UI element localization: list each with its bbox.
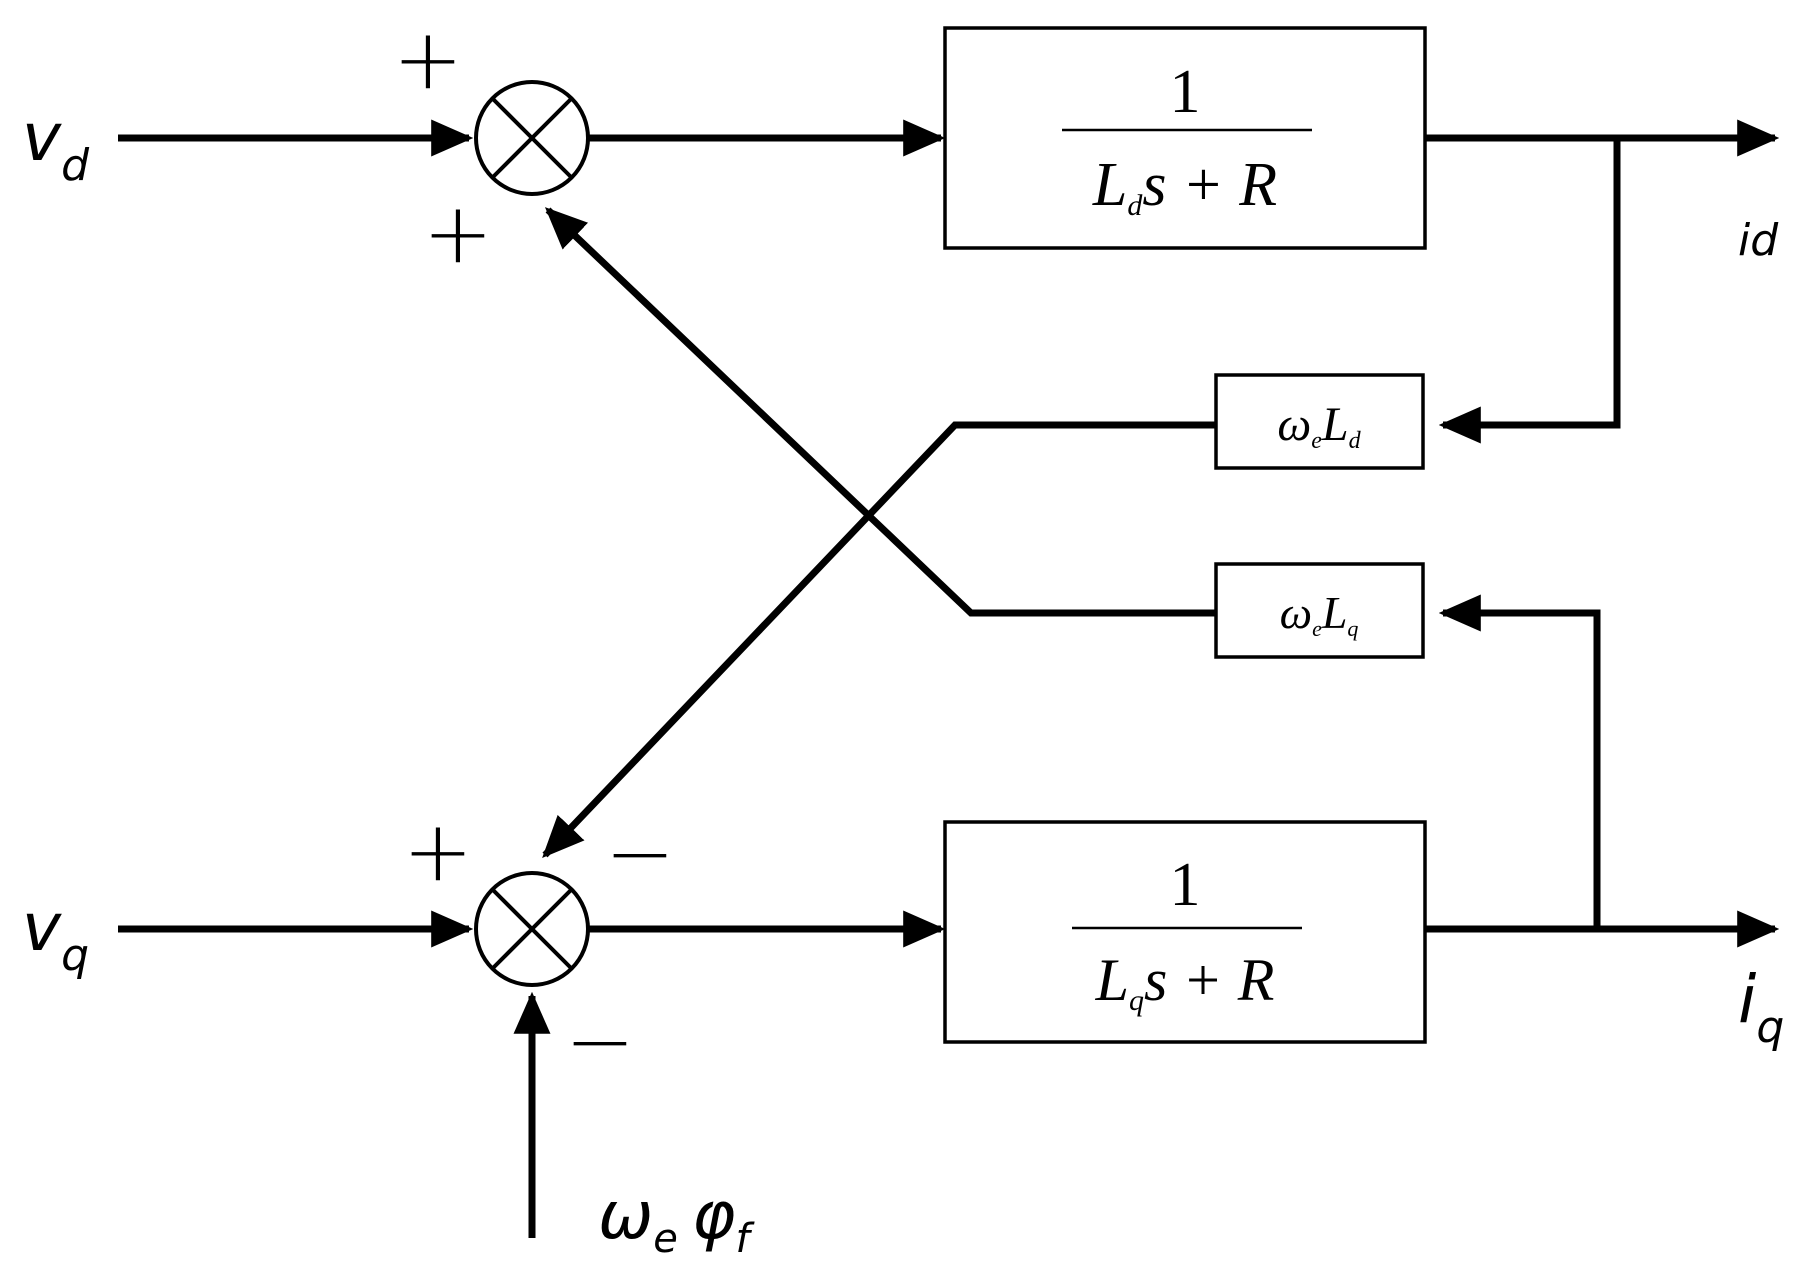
q-axis-transfer-block: 1 Lqs + R [943,820,1427,1044]
d-block-denominator: Lds + R [1092,151,1277,222]
omega-e-Lq-block: ωeLq [1214,562,1425,659]
sum1-bottom-plus-sign: + [423,184,493,282]
omega-e-Ld-label: ωeLd [1277,398,1361,454]
vq-label: vq [22,889,89,981]
id-label: id [1738,215,1779,266]
sum2-right-minus-sign: − [605,804,675,902]
id-feedback-to-wld-line [1438,138,1621,444]
wlq-to-sum1-cross-line [544,207,1216,617]
iq-label: iq [1738,961,1784,1053]
summing-junction-d [474,80,590,196]
vd-label: vd [22,99,90,191]
q-block-denominator: Lqs + R [1095,947,1275,1017]
d-block-numerator: 1 [1170,58,1201,126]
sum1-top-plus-sign: + [393,10,463,108]
iq-feedback-to-wlq-line [1438,594,1601,929]
sum2-bottom-minus-sign: − [565,992,635,1090]
summing-junction-q [474,871,590,987]
sum2-left-plus-sign: + [403,802,473,900]
q-block-numerator: 1 [1170,851,1201,919]
wld-to-sum2-cross-line [542,421,1216,859]
omega-e-Lq-label: ωeLq [1280,587,1359,641]
d-axis-transfer-block: 1 Lds + R [943,26,1427,250]
omega-e-Ld-block: ωeLd [1214,373,1425,470]
